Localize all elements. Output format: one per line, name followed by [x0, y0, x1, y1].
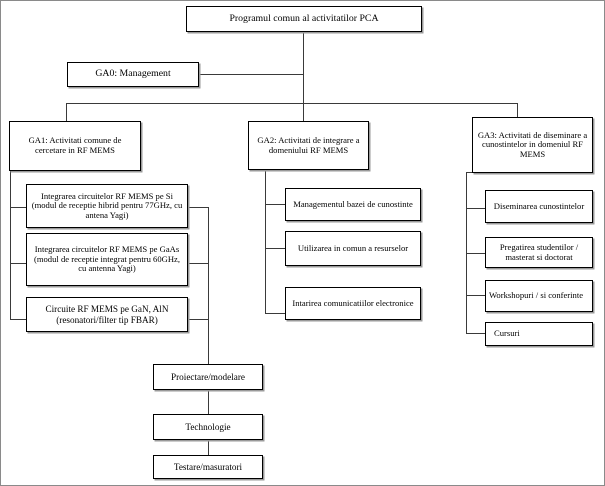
connector-ga2-rail-top — [265, 170, 304, 171]
node-ga3-child-4-label: Cursuri — [494, 328, 520, 339]
node-ga1-child-2-label: Integrarea circuitelor RF MEMS pe GaAs (… — [33, 244, 181, 274]
connector-bus-to-ga2 — [303, 103, 304, 121]
node-ga3-child-4[interactable]: Cursuri — [485, 322, 593, 346]
connector-ga1-to-pipeline — [208, 207, 209, 364]
node-ga2[interactable]: GA2: Activitati de integrare a domeniulu… — [248, 121, 369, 170]
node-ga2-child-2-label: Utilizarea in comun a resurselor — [297, 242, 409, 253]
node-ga2-child-1[interactable]: Managementul bazei de cunostinte — [285, 188, 421, 221]
connector-ga3-stub-4 — [466, 333, 486, 334]
connector-ga3-stub-3 — [466, 295, 486, 296]
node-ga1-child-2[interactable]: Integrarea circuitelor RF MEMS pe GaAs (… — [26, 233, 188, 286]
connector-pipeline-2-3 — [208, 440, 209, 468]
node-ga1-child-3-label: Circuite RF MEMS pe GaN, AlN (resonatori… — [45, 304, 169, 325]
node-pipeline-1[interactable]: Proiectare/modelare — [153, 364, 263, 390]
connector-ga2-stub-1 — [265, 204, 286, 205]
node-pipeline-3-label: Testare/masuratori — [173, 461, 243, 472]
node-ga1[interactable]: GA1: Activitati comune de cercetare in R… — [9, 121, 141, 171]
node-ga3-child-2-label: Pregatirea studentilor / masterat si doc… — [499, 241, 579, 262]
node-ga1-child-1[interactable]: Integrarea circuitelor RF MEMS pe Si (mo… — [26, 184, 188, 228]
connector-branch-bus — [66, 103, 518, 104]
connector-ga0-to-trunk — [199, 74, 304, 75]
node-pipeline-2-label: Technologie — [185, 421, 231, 432]
connector-bus-to-ga1 — [66, 103, 67, 121]
node-ga2-label: GA2: Activitati de integrare a domeniulu… — [257, 134, 360, 155]
node-ga1-child-1-label: Integrarea circuitelor RF MEMS pe Si (mo… — [31, 190, 183, 220]
connector-ga2-stub-2 — [265, 248, 286, 249]
connector-ga3-stub-2 — [466, 253, 486, 254]
node-ga3[interactable]: GA3: Activitati de diseminare a cunostin… — [472, 117, 593, 173]
connector-ga1-stub-3 — [10, 319, 27, 320]
node-ga0-management[interactable]: GA0: Management — [67, 62, 199, 87]
node-ga2-child-3-label: Intarirea comunicatiilor electronice — [292, 297, 414, 308]
node-ga2-child-3[interactable]: Intarirea comunicatiilor electronice — [285, 287, 421, 320]
node-pipeline-2[interactable]: Technologie — [153, 414, 263, 440]
connector-ga1-stub-1 — [10, 207, 27, 208]
node-ga3-label: GA3: Activitati de diseminare a cunostin… — [477, 129, 588, 159]
node-ga0-label: GA0: Management — [95, 68, 171, 80]
node-ga3-child-1[interactable]: Diseminarea cunostintelor — [485, 190, 593, 223]
connector-ga1-right-1 — [187, 207, 209, 208]
connector-ga1-rail-top — [10, 171, 66, 172]
node-root-label: Programul comun al activitatilor PCA — [229, 12, 379, 24]
node-ga2-child-1-label: Managementul bazei de cunostinte — [293, 198, 413, 209]
connector-ga1-stub-2 — [10, 263, 27, 264]
node-ga2-child-2[interactable]: Utilizarea in comun a resurselor — [285, 231, 421, 266]
node-ga3-child-3-label: Workshopuri / si conferinte — [489, 290, 584, 301]
connector-bus-to-ga3 — [517, 103, 518, 117]
connector-ga1-right-3 — [187, 319, 209, 320]
node-pipeline-1-label: Proiectare/modelare — [171, 371, 245, 382]
node-ga1-label: GA1: Activitati comune de cercetare in R… — [28, 135, 122, 155]
connector-ga1-rail — [10, 171, 11, 319]
connector-ga3-stub-1 — [466, 208, 486, 209]
connector-ga1-right-2 — [187, 263, 209, 264]
connector-ga3-rail — [466, 172, 467, 333]
node-ga3-child-3[interactable]: Workshopuri / si conferinte — [485, 280, 593, 312]
node-ga3-child-1-label: Diseminarea cunostintelor — [493, 200, 585, 211]
connector-pipeline-1-2 — [208, 390, 209, 418]
connector-ga2-stub-3 — [265, 313, 286, 314]
node-ga3-child-2[interactable]: Pregatirea studentilor / masterat si doc… — [485, 237, 593, 268]
connector-ga2-rail — [265, 170, 266, 313]
node-ga1-child-3[interactable]: Circuite RF MEMS pe GaN, AlN (resonatori… — [26, 297, 188, 332]
node-pipeline-3[interactable]: Testare/masuratori — [153, 455, 263, 479]
node-root[interactable]: Programul comun al activitatilor PCA — [186, 6, 422, 32]
connector-root-trunk — [303, 32, 304, 110]
